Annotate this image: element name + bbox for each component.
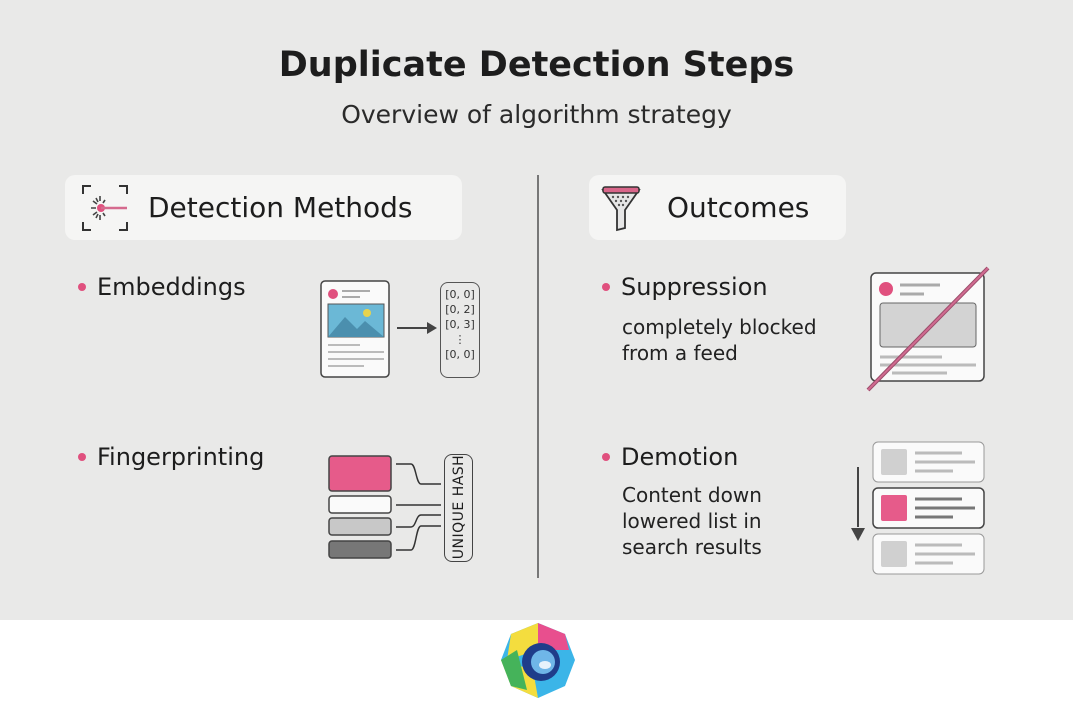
bullet-dot bbox=[602, 283, 610, 291]
scan-focus-icon bbox=[82, 185, 128, 231]
vector-value: [0, 0] bbox=[445, 288, 475, 301]
vector-value: [0, 0] bbox=[445, 348, 475, 361]
vector-value: ⋮ bbox=[454, 333, 466, 346]
detection-methods-title: Detection Methods bbox=[148, 191, 413, 224]
demoted-list-icon bbox=[851, 441, 985, 575]
arrow-right-icon bbox=[397, 322, 437, 334]
vector-value: [0, 2] bbox=[445, 303, 475, 316]
desc-line: lowered list in bbox=[622, 509, 762, 533]
brand-logo bbox=[501, 623, 575, 698]
page-title: Duplicate Detection Steps bbox=[278, 45, 795, 85]
blocked-post-icon bbox=[866, 266, 990, 392]
funnel-icon bbox=[601, 186, 641, 232]
suppression-label: Suppression bbox=[621, 273, 768, 301]
unique-hash-label: UNIQUE HASH bbox=[451, 454, 467, 560]
bullet-demotion: Demotion bbox=[602, 443, 738, 471]
vector-bracket: [0, 0] [0, 2] [0, 3] ⋮ [0, 0] bbox=[440, 282, 480, 378]
desc-line: from a feed bbox=[622, 341, 738, 365]
bullet-dot bbox=[78, 453, 86, 461]
page-subtitle: Overview of algorithm strategy bbox=[341, 100, 732, 129]
bullet-fingerprinting: Fingerprinting bbox=[78, 443, 264, 471]
embeddings-label: Embeddings bbox=[97, 273, 246, 301]
bullet-dot bbox=[602, 453, 610, 461]
desc-line: Content down bbox=[622, 483, 762, 507]
outcomes-title: Outcomes bbox=[667, 191, 810, 224]
desc-line: completely blocked bbox=[622, 315, 817, 339]
detection-methods-header: Detection Methods bbox=[65, 175, 462, 240]
demotion-label: Demotion bbox=[621, 443, 739, 471]
vector-value: [0, 3] bbox=[445, 318, 475, 331]
document-icon bbox=[320, 280, 390, 378]
desc-line: search results bbox=[622, 535, 762, 559]
hash-box: UNIQUE HASH bbox=[444, 454, 473, 562]
outcomes-header: Outcomes bbox=[589, 175, 846, 240]
bullet-suppression: Suppression bbox=[602, 273, 768, 301]
bullet-embeddings: Embeddings bbox=[78, 273, 246, 301]
bullet-dot bbox=[78, 283, 86, 291]
column-divider bbox=[537, 175, 539, 578]
fingerprinting-label: Fingerprinting bbox=[97, 443, 265, 471]
fingerprint-blocks-icon bbox=[328, 455, 441, 559]
